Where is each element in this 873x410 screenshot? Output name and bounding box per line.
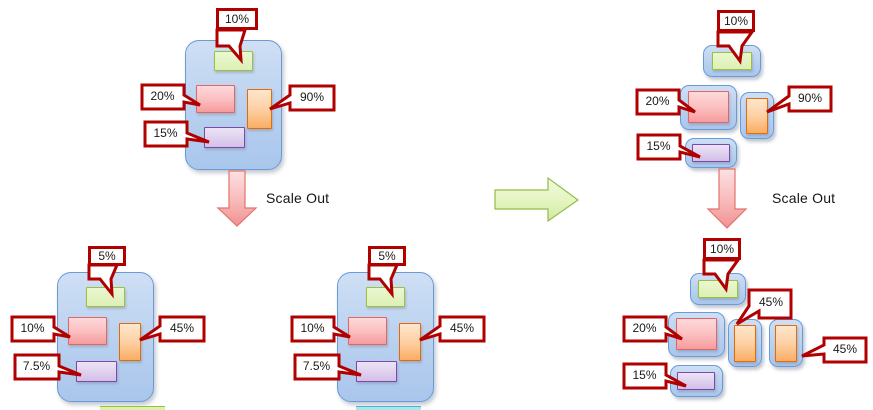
callout-tail-purple-bottom-left-b xyxy=(293,353,363,381)
callout-value: 5% xyxy=(378,249,396,263)
callout-purple-bottom-left-a: 7.5% xyxy=(14,354,59,378)
callout-tail-orange1-bottom-right xyxy=(735,288,793,328)
callout-value: 7.5% xyxy=(22,359,51,373)
purple-component-bottom-left-b xyxy=(356,361,397,382)
callout-tail-orange-top-right xyxy=(765,85,833,114)
callout-purple-bottom-left-b: 7.5% xyxy=(294,354,339,378)
callout-value: 10% xyxy=(20,321,45,335)
callout-orange-bottom-left-a: 45% xyxy=(160,316,204,340)
orange-component-top-left xyxy=(247,89,272,129)
callout-green-bottom-left-a: 5% xyxy=(88,246,126,266)
callout-value: 5% xyxy=(98,249,116,263)
red-component-top-left xyxy=(196,85,235,113)
callout-value: 45% xyxy=(758,295,784,309)
transition-arrow-green xyxy=(494,176,580,223)
callout-orange1-bottom-right: 45% xyxy=(749,290,793,314)
callout-green-top-left: 10% xyxy=(216,8,258,30)
red-component-bottom-left-b xyxy=(348,317,387,345)
red-service-top-right xyxy=(688,91,729,123)
callout-value: 15% xyxy=(153,126,178,140)
callout-green-bottom-left-b: 5% xyxy=(368,246,406,266)
callout-tail-orange-top-left xyxy=(268,84,336,112)
callout-value: 10% xyxy=(300,321,325,335)
orange-component-bottom-left-b xyxy=(399,323,421,361)
callout-tail-green-top-right xyxy=(716,30,755,65)
scale-out-label-right: Scale Out xyxy=(772,190,836,206)
orange-service-1-bottom-right xyxy=(734,325,756,362)
callout-tail-red-bottom-left-b xyxy=(290,315,352,343)
callout-purple-bottom-right: 15% xyxy=(623,363,666,387)
orange-service-2-bottom-right xyxy=(775,325,797,362)
callout-value: 20% xyxy=(150,89,175,103)
callout-purple-top-right: 15% xyxy=(637,134,680,158)
callout-tail-green-bottom-left-b xyxy=(367,263,407,299)
callout-value: 45% xyxy=(449,321,475,335)
callout-red-bottom-left-b: 10% xyxy=(291,316,334,340)
callout-value: 7.5% xyxy=(302,359,331,373)
callout-tail-green-bottom-right xyxy=(702,258,742,293)
callout-tail-red-top-left xyxy=(140,83,202,111)
callout-purple-top-left: 15% xyxy=(144,121,187,145)
callout-orange-top-left: 90% xyxy=(290,85,334,109)
callout-red-bottom-left-a: 10% xyxy=(11,316,54,340)
purple-component-bottom-left-a xyxy=(76,361,117,382)
callout-red-bottom-right: 20% xyxy=(623,316,666,340)
callout-value: 20% xyxy=(645,94,670,108)
callout-tail-orange-bottom-left-b xyxy=(418,315,486,343)
red-service-bottom-right xyxy=(676,318,717,350)
callout-tail-orange-bottom-left-a xyxy=(138,315,206,343)
callout-orange2-bottom-right: 45% xyxy=(823,337,867,361)
callout-green-bottom-right: 10% xyxy=(703,238,741,260)
scale-out-arrow-left xyxy=(216,170,258,227)
callout-orange-bottom-left-b: 45% xyxy=(440,316,484,340)
callout-value: 90% xyxy=(299,90,325,104)
callout-red-top-left: 20% xyxy=(141,84,184,108)
callout-tail-purple-bottom-right xyxy=(622,362,688,390)
purple-component-top-left xyxy=(204,127,245,148)
callout-orange-top-right: 90% xyxy=(788,86,832,110)
red-component-bottom-left-a xyxy=(68,317,107,345)
scale-out-arrow-right xyxy=(706,168,748,229)
callout-tail-red-top-right xyxy=(635,88,697,116)
callout-tail-green-top-left xyxy=(215,28,255,65)
orange-component-bottom-left-a xyxy=(119,323,141,361)
callout-tail-purple-bottom-left-a xyxy=(13,353,83,381)
callout-value: 45% xyxy=(169,321,195,335)
orange-service-top-right xyxy=(746,98,768,134)
callout-value: 10% xyxy=(723,14,749,28)
callout-value: 10% xyxy=(709,242,735,256)
callout-tail-orange2-bottom-right xyxy=(800,336,868,364)
callout-value: 20% xyxy=(632,321,657,335)
clipped-cyan-shape xyxy=(356,406,421,410)
callout-value: 15% xyxy=(632,368,657,382)
clipped-green-shape xyxy=(100,406,165,410)
callout-tail-purple-top-left xyxy=(143,120,211,148)
callout-green-top-right: 10% xyxy=(717,10,755,32)
callout-tail-purple-top-right xyxy=(636,133,702,161)
callout-value: 15% xyxy=(646,139,671,153)
callout-tail-green-bottom-left-a xyxy=(87,263,127,299)
callout-red-top-right: 20% xyxy=(636,89,679,113)
callout-value: 90% xyxy=(797,91,823,105)
callout-tail-red-bottom-right xyxy=(622,315,684,343)
callout-value: 10% xyxy=(224,12,250,26)
scale-out-label-left: Scale Out xyxy=(266,190,330,206)
callout-value: 45% xyxy=(832,342,858,356)
callout-tail-red-bottom-left-a xyxy=(10,315,72,343)
